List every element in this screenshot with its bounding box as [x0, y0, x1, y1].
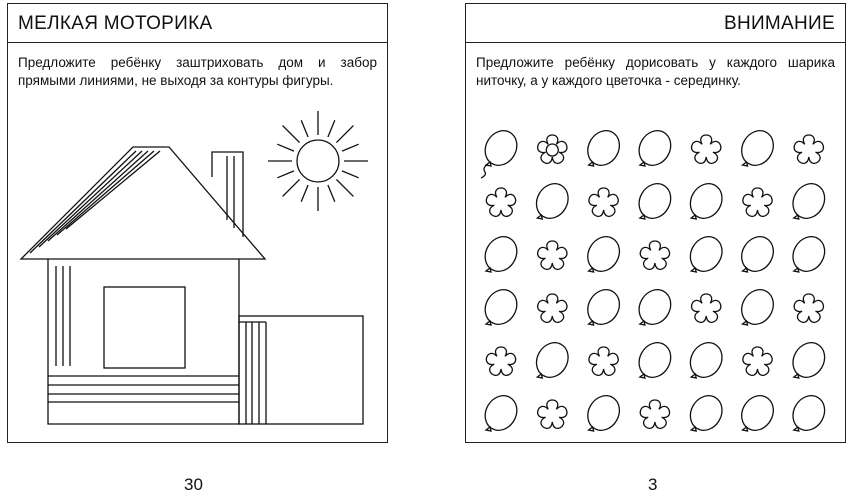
flower-icon — [742, 346, 773, 376]
balloon-icon — [484, 130, 518, 167]
sun-ray — [327, 184, 336, 202]
roof — [19, 146, 267, 260]
sun-ray — [277, 143, 295, 152]
sun-ray — [282, 125, 301, 144]
balloon-icon — [792, 183, 826, 220]
balloon-icon — [792, 395, 826, 432]
sun-ray — [300, 184, 309, 202]
balloon-icon — [638, 342, 672, 379]
left-page-instruction: Предложите ребёнку заштриховать дом и за… — [18, 55, 377, 88]
sun-ray — [327, 120, 336, 138]
flower-icon — [690, 134, 722, 164]
flower-icon — [742, 187, 773, 217]
sample-flower-center — [545, 143, 559, 157]
balloon-icon — [587, 236, 621, 273]
right-page-header: ВНИМАНИЕ — [466, 4, 845, 43]
right-page-title: ВНИМАНИЕ — [723, 13, 835, 34]
balloon-icon — [638, 130, 672, 167]
sun-ray — [341, 143, 359, 152]
chimney — [211, 151, 244, 237]
flower-icon — [537, 399, 568, 429]
flower-icon — [485, 187, 517, 217]
balloon-icon — [484, 289, 518, 326]
left-page-title: МЕЛКАЯ МОТОРИКА — [18, 13, 213, 34]
balloon-icon — [792, 342, 826, 379]
right-page: ВНИМАНИЕ Предложите ребёнку дорисовать у… — [465, 3, 846, 443]
balloon-icon — [484, 236, 518, 273]
balloon-icon — [740, 236, 774, 273]
right-page-instruction: Предложите ребёнку дорисовать у каждого … — [476, 55, 835, 88]
balloon-icon — [484, 395, 518, 432]
balloon-icon — [535, 342, 569, 379]
balloon-icon — [792, 236, 826, 273]
house-illustration — [19, 111, 368, 425]
flower-icon — [537, 240, 568, 270]
flower-icon — [588, 346, 619, 376]
balloon-icon — [587, 289, 621, 326]
sun-ray — [341, 170, 359, 179]
window — [103, 286, 186, 369]
sun-ray — [335, 125, 354, 144]
balloon-icon — [638, 289, 672, 326]
balloon-icon — [587, 395, 621, 432]
sun-icon — [268, 111, 368, 211]
flower-icon — [537, 134, 568, 164]
left-page: МЕЛКАЯ МОТОРИКА Предложите ребёнку заштр… — [7, 3, 388, 443]
balloon-icon — [740, 395, 774, 432]
left-page-header: МЕЛКАЯ МОТОРИКА — [8, 4, 387, 43]
flower-icon — [793, 134, 825, 164]
sun-ray — [300, 120, 309, 138]
page-number-right: 3 — [648, 475, 658, 494]
sample-balloon-string — [480, 163, 489, 179]
page-number-left: 30 — [184, 475, 203, 494]
balloon-icon — [740, 289, 774, 326]
flower-icon — [793, 293, 825, 323]
balloon-icon — [689, 236, 723, 273]
flower-icon — [537, 293, 568, 323]
balloon-icon — [535, 183, 569, 220]
sun-ray — [282, 178, 301, 197]
sun-ray — [335, 178, 354, 197]
flower-icon — [639, 399, 671, 429]
balloons-flowers-grid — [480, 130, 826, 432]
balloon-icon — [587, 130, 621, 167]
balloon-icon — [689, 183, 723, 220]
balloon-icon — [638, 183, 672, 220]
fence — [238, 315, 364, 425]
house-wall — [47, 259, 240, 425]
balloon-icon — [740, 130, 774, 167]
sun-ray — [277, 170, 295, 179]
flower-icon — [485, 346, 517, 376]
flower-icon — [690, 293, 722, 323]
balloon-icon — [689, 395, 723, 432]
flower-icon — [588, 187, 619, 217]
balloon-icon — [689, 342, 723, 379]
flower-icon — [639, 240, 671, 270]
